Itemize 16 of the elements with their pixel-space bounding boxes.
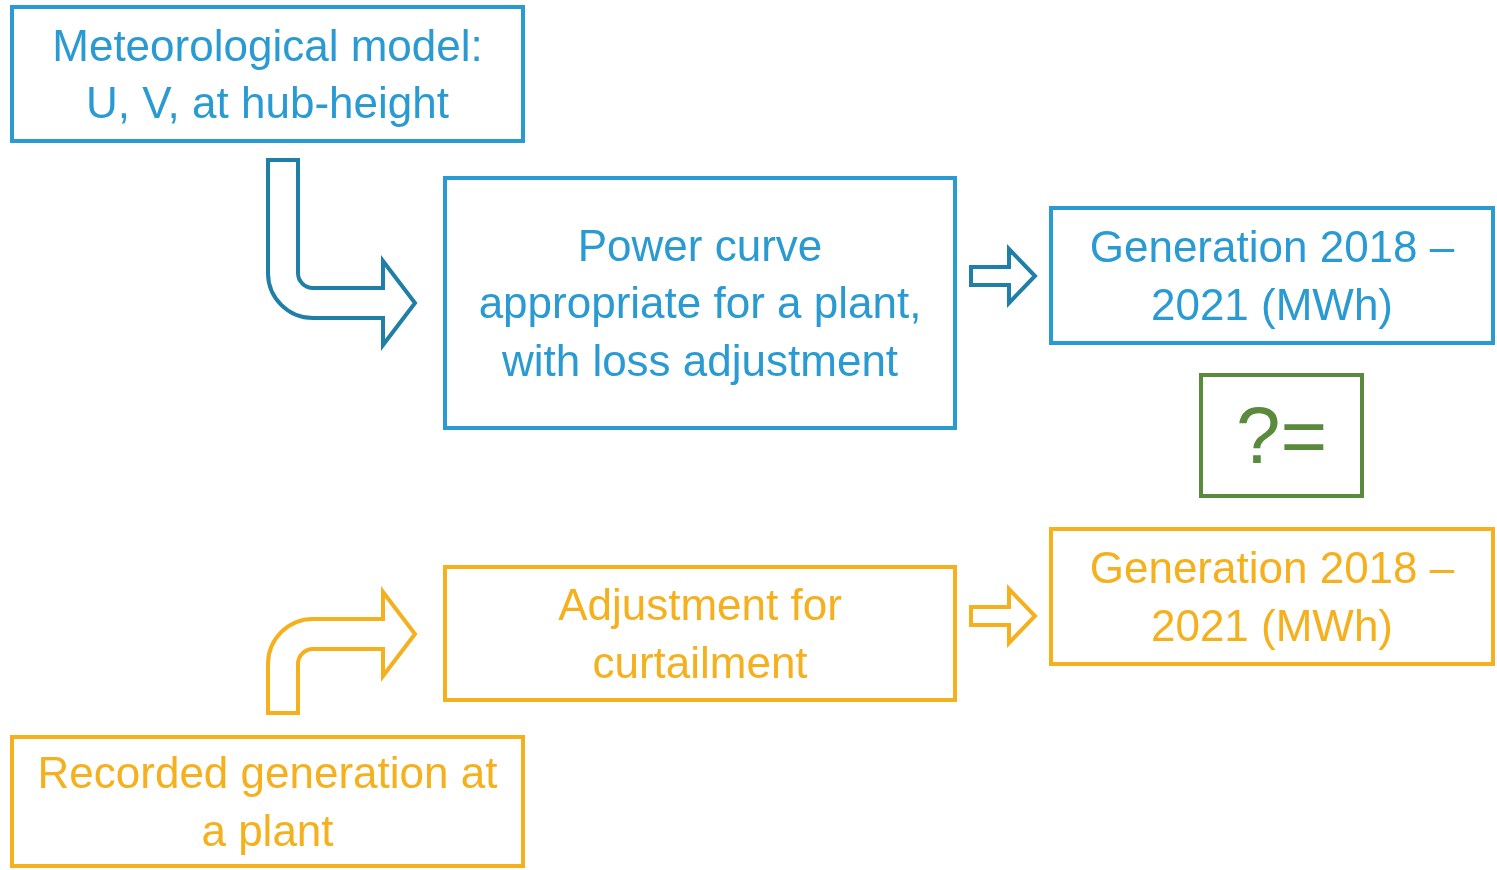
process-box	[10, 5, 525, 143]
box-label: Generation 2018 – 2021 (MWh)	[1088, 221, 1456, 331]
process-box	[1049, 206, 1495, 345]
box-label: Power curve appropriate for a plant, with loss adjustment	[477, 220, 923, 387]
process-box	[443, 176, 957, 430]
box-label: Recorded generation at a plant	[36, 747, 499, 857]
comparison-box	[1199, 373, 1364, 498]
block-arrow	[969, 244, 1038, 308]
process-box	[443, 565, 957, 702]
box-label: Meteorological model: U, V, at hub-height	[51, 19, 484, 129]
block-arrow	[969, 584, 1038, 648]
comparison-symbol: ?=	[1235, 389, 1328, 482]
box-label: Adjustment for curtailment	[557, 579, 843, 689]
box-label: Generation 2018 – 2021 (MWh)	[1088, 542, 1456, 652]
process-box	[1049, 527, 1495, 666]
process-box	[10, 735, 525, 868]
